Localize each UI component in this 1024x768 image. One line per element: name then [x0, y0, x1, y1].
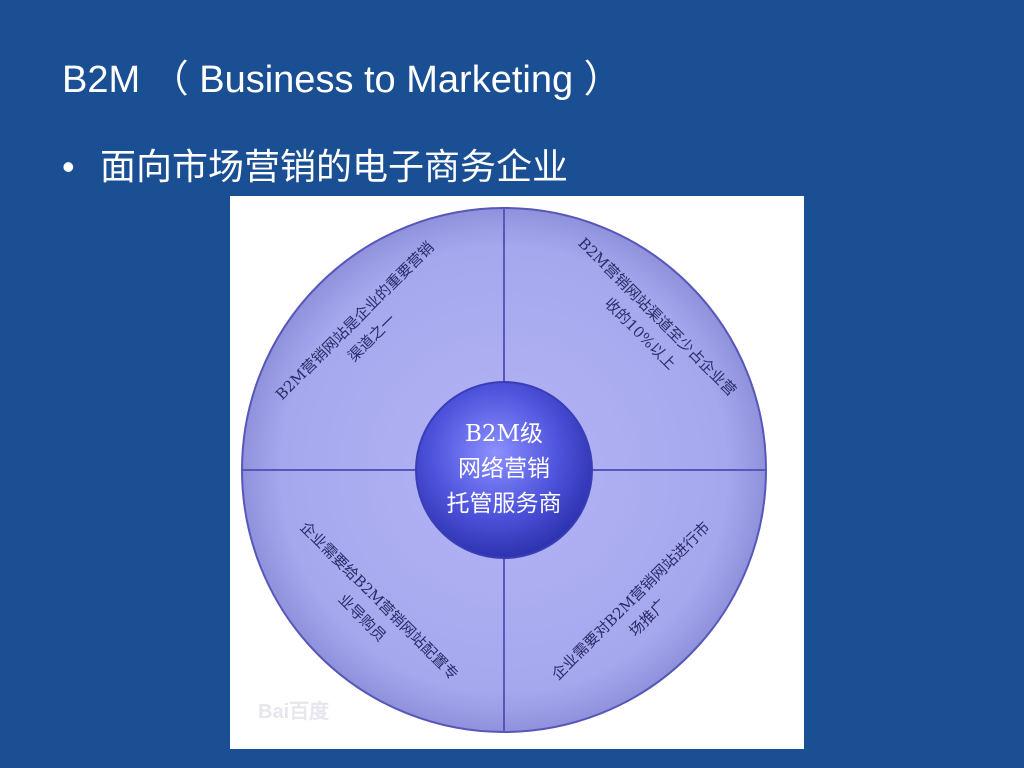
center-line1: B2M级 — [465, 421, 543, 447]
slide-title: B2M （ Business to Marketing ） — [62, 59, 622, 101]
bullet-text: 面向市场营销的电子商务企业 — [100, 146, 569, 187]
diagram-image: B2M营销网站是企业的重要营销 渠道之一 B2M营销网站渠道至少占企业营 收的1… — [230, 196, 804, 749]
center-line2: 网络营销 — [458, 456, 550, 482]
center-circle — [415, 381, 593, 559]
center-line3: 托管服务商 — [447, 491, 562, 517]
b2m-circle-diagram: B2M营销网站是企业的重要营销 渠道之一 B2M营销网站渠道至少占企业营 收的1… — [241, 207, 767, 733]
bullet-icon: • — [62, 146, 75, 187]
watermark-logo: Bai百度 — [258, 699, 330, 723]
bullet-item: • 面向市场营销的电子商务企业 — [62, 138, 568, 190]
